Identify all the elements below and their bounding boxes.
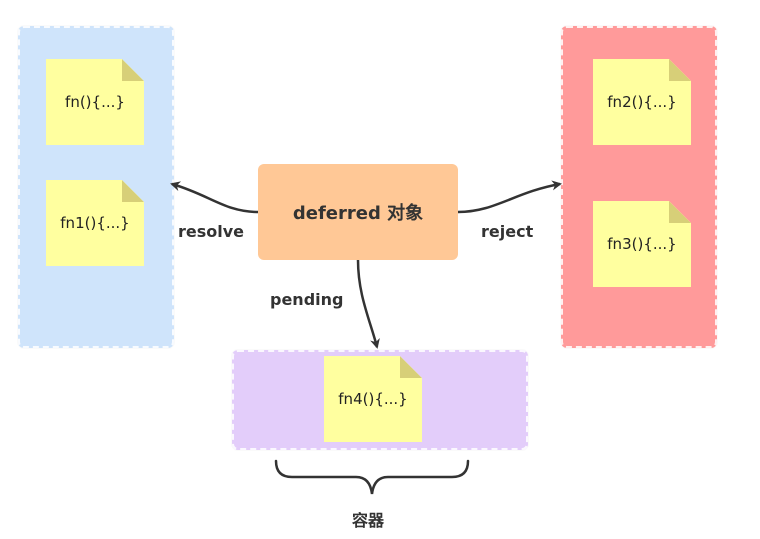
function-note-fn: fn(){...}: [46, 59, 144, 145]
function-label: fn(){...}: [65, 93, 125, 111]
function-label: fn1(){...}: [60, 214, 130, 232]
resolve-label: resolve: [178, 222, 245, 241]
function-note-fn4: fn4(){...}: [324, 356, 422, 442]
function-note-fn1: fn1(){...}: [46, 180, 144, 266]
pending-arrow: [356, 259, 380, 349]
function-label: fn3(){...}: [607, 235, 677, 253]
function-label: fn4(){...}: [338, 390, 408, 408]
function-label: fn2(){...}: [607, 93, 677, 111]
pending-container: fn4(){...}: [232, 350, 528, 450]
resolve-container: fn(){...} fn1(){...}: [18, 26, 174, 348]
function-note-fn3: fn3(){...}: [593, 201, 691, 287]
reject-arrow: [457, 180, 562, 214]
function-note-fn2: fn2(){...}: [593, 59, 691, 145]
pending-label: pending: [270, 290, 344, 309]
resolve-arrow: [170, 181, 259, 214]
reject-label: reject: [481, 222, 534, 241]
deferred-object-label: deferred 对象: [292, 203, 424, 224]
reject-container: fn2(){...} fn3(){...}: [561, 26, 717, 348]
deferred-object-node: deferred 对象: [258, 164, 458, 260]
container-label: 容器: [352, 511, 385, 530]
container-brace-icon: [274, 459, 470, 495]
